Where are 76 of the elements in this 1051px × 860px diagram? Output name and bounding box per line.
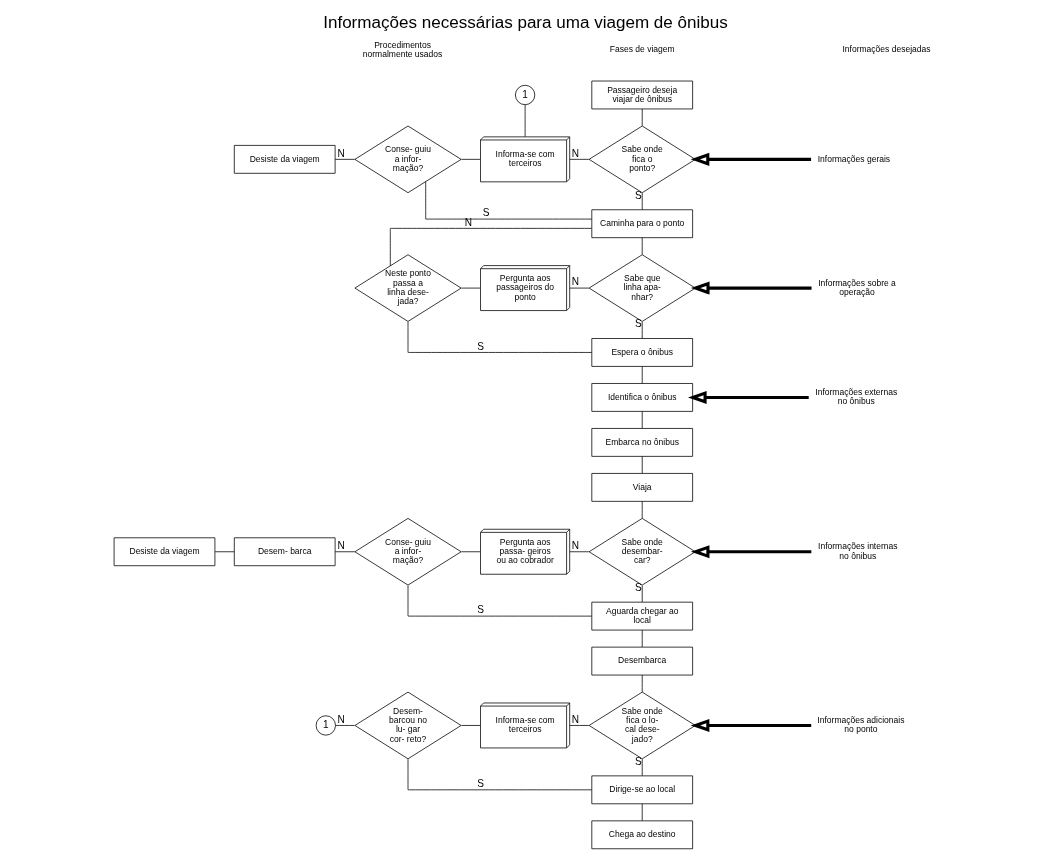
edge-label: N [571,539,580,551]
node-box: Identifica o ônibus [591,383,693,412]
connector [461,551,481,553]
arrow [690,545,812,559]
connector [641,585,643,603]
connector [569,287,590,289]
node-box: Aguarda chegar ao local [591,601,693,631]
arrow [690,718,812,732]
connector [641,758,643,777]
connector [569,158,590,160]
diagram-title: Informações necessárias para uma viagem de ônibus [323,12,728,32]
connector [334,551,356,553]
node-text: Informações adicionais no ponto [817,714,905,735]
node-box: Viaja [591,473,693,502]
edge-label: N [571,713,580,725]
connector [569,551,590,553]
connector [641,108,643,127]
node-box: Passageiro deseja viajar de ônibus [591,80,693,110]
node-text: Informações internas no ônibus [818,541,898,561]
edge-label: S [477,778,484,790]
connector [407,758,593,791]
node-box: Espera o ônibus [591,338,693,367]
edge-label: S [477,340,484,352]
connector [214,551,235,553]
connector [641,237,643,255]
edge-label: N [337,147,345,159]
node-diamond: Desem- barcou no lu- gar cor- reto? [354,691,462,760]
node-box: Desem- barca [233,537,336,567]
node-diamond: Conse- guiu a infor- mação? [354,125,462,194]
node-box: Desembarca [591,646,693,676]
connector [407,585,593,617]
edge-label: N [571,147,580,159]
edge-label: N [571,276,580,288]
arrow [687,390,809,404]
node-box: Chega ao destino [591,820,693,850]
connector [334,158,356,160]
connector [641,321,643,339]
connector [425,181,593,220]
node-text: Informações externas no ônibus [815,386,898,407]
edge-label: N [464,216,472,228]
connector [524,104,526,138]
connector [641,629,643,648]
node-box: Desiste da viagem [113,537,216,567]
node-diamond: Neste ponto passa a linha dese- jada? [354,254,462,322]
label: Informações desejadas [842,44,931,55]
node-box: Caminha para o ponto [591,209,693,239]
node-box: Dirige-se ao local [591,775,693,805]
connector [641,803,643,822]
connector [641,192,643,210]
connector [461,158,481,160]
label: Fases de viagem [609,44,675,55]
edge-label: N [337,539,345,551]
connector [389,228,592,267]
connector [641,674,643,693]
connector [335,725,355,726]
connector [461,725,481,726]
connector [569,725,590,726]
node-circle: 1 [515,84,536,106]
edge-label: S [482,207,490,219]
node-text: Informações gerais [817,153,891,164]
arrow [690,152,812,166]
node-diamond: Conse- guiu a infor- mação? [354,518,462,586]
node-box: Embarca no ônibus [591,428,693,457]
connector [641,500,643,519]
edge-label: N [337,713,345,725]
node-text: Informações sobre a operação [818,277,896,297]
node-circle: 1 [315,715,336,736]
connector [641,411,643,429]
connector [641,366,643,384]
node-box: Desiste da viagem [233,145,336,174]
connector [407,321,593,353]
connector [461,287,481,289]
arrow [690,281,812,295]
label: Procedimentos normalmente usados [362,39,443,59]
edge-label: S [477,604,484,616]
connector [641,456,643,474]
